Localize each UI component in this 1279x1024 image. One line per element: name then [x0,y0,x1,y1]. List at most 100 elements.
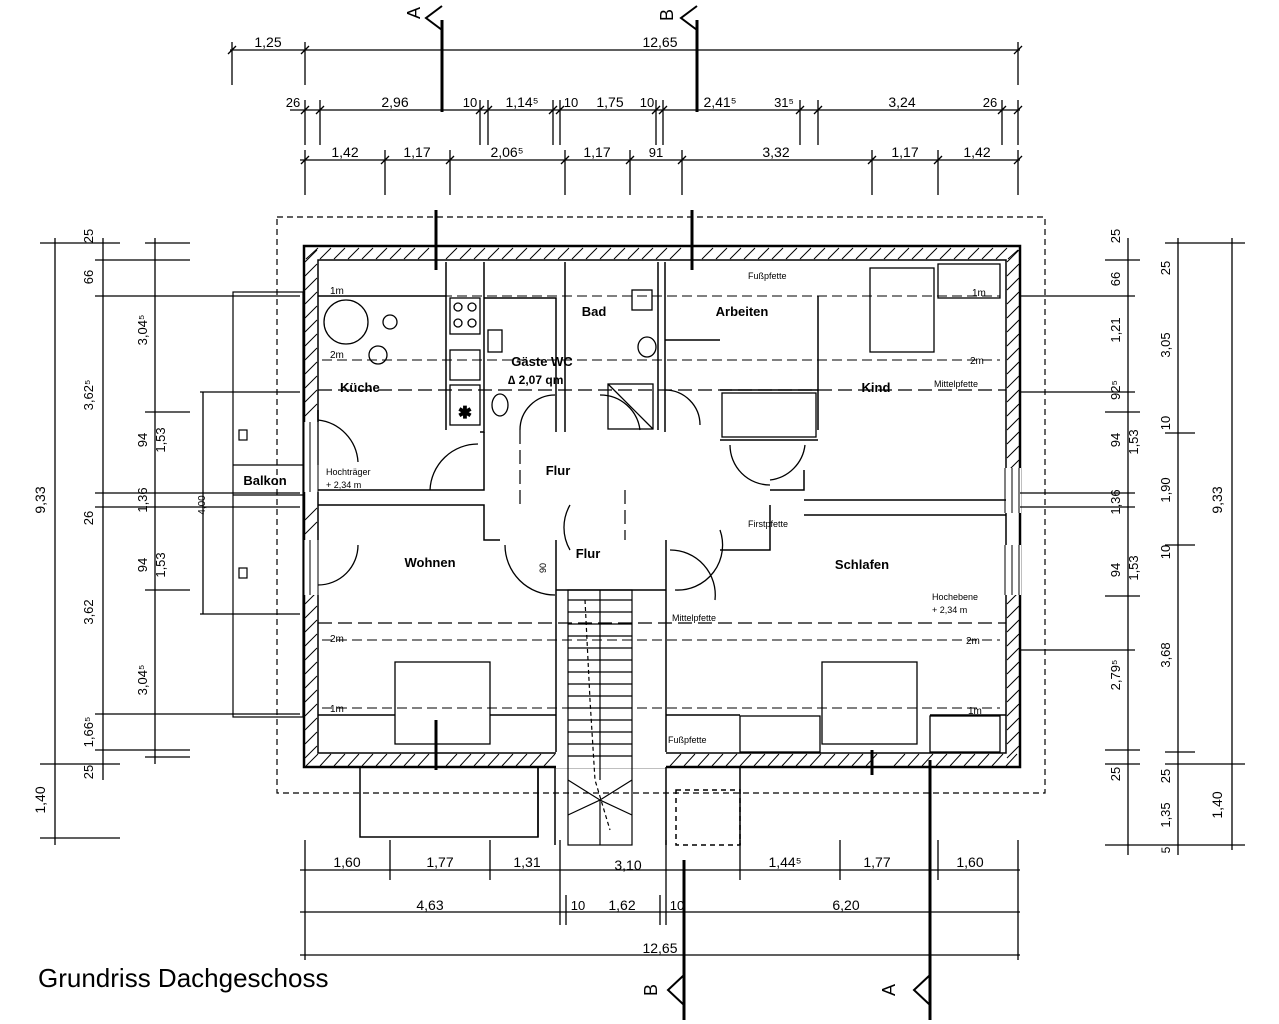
doors [317,389,806,601]
dim-right-inner-3: 92⁵ [1108,380,1123,400]
anno-hochtraeger-1: Hochträger [326,467,371,477]
dim-left-inner-4: 3,04⁵ [135,665,150,696]
room-wohnen: Wohnen [404,555,455,570]
height-lines [322,295,1000,709]
cooktop [449,297,481,335]
dim-bottom-2-0: 4,63 [416,897,443,913]
shower [607,383,654,430]
toilet-bad [631,289,653,311]
dim-right-inner-0: 25 [1108,229,1123,243]
anno-1m-tr: 1m [972,288,986,299]
dim-left-mid-8: 25 [81,765,96,779]
section-label-top-b: B [657,9,677,21]
anno-1m-bl: 1m [330,704,344,715]
anno-2m-tr: 2m [970,356,984,367]
dim-top-3-4: 91 [649,145,663,160]
dim-right-mid-0: 25 [1158,261,1173,275]
room-schlafen: Schlafen [835,557,889,572]
dim-left-mid-5: 94 [135,558,150,572]
dim-bottom-1-3: 3,10 [614,857,641,873]
dim-top-3-2: 2,06⁵ [490,144,523,160]
roof-outline [276,216,1046,794]
dim-bottom-2-1: 10 [571,898,585,913]
dim-top-1-0: 1,25 [254,34,281,50]
section-marker-top-a: A [404,5,444,112]
dim-bottom-1-4: 1,44⁵ [768,854,801,870]
room-bad: Bad [582,304,607,319]
dim-bottom-2-4: 6,20 [832,897,859,913]
dim-top-2-0: 26 [286,95,300,110]
dim-left-inner-1: 1,53 [153,427,168,452]
dim-top-2-10: 26 [983,95,997,110]
dim-left-outer-0: 9,33 [32,486,48,513]
room-kueche: Küche [340,380,380,395]
dim-top-2-3: 1,14⁵ [505,94,538,110]
anno-2m-br: 2m [966,636,980,647]
anno-hochtraeger-2: + 2,34 m [326,480,361,490]
dim-top-2-7: 2,41⁵ [703,94,736,110]
dim-top-2-2: 10 [463,95,477,110]
right-dimension-chains [1020,238,1245,855]
dim-right-mid-6: 10 [1158,545,1173,559]
dim-top-3-1: 1,17 [403,144,430,160]
drawing-title: Grundriss Dachgeschoss [38,963,328,993]
lower-extensions [359,766,741,846]
anno-firstpfette: Firstpfette [748,519,788,529]
toilet-wc [487,329,503,353]
anno-area-wc: ∆ 2,07 qm [508,373,563,387]
anno-fusspfette-bottom: Fußpfette [668,735,707,745]
top-dimension-ticks [227,45,1023,165]
svg-text:✱: ✱ [458,405,471,422]
beam-lines [318,389,1006,624]
dim-top-2-5: 1,75 [596,94,623,110]
dim-top-2-6: 10 [640,95,654,110]
fixtures: ✱ [323,263,1001,753]
dim-left-mid-6: 3,62 [81,599,96,624]
dim-left-mid-1: 66 [81,270,96,284]
dim-left-mid-4: 26 [81,511,96,525]
anno-2m-bl: 2m [330,634,344,645]
dim-right-mid-4: 1,90 [1158,477,1173,502]
dim-top-2-9: 3,24 [888,94,915,110]
dim-top-3-5: 3,32 [762,144,789,160]
bathtub [721,392,817,438]
dim-top-2-8: 31⁵ [774,95,794,110]
room-kind: Kind [862,380,891,395]
anno-2m-tl: 2m [330,350,344,361]
stove-ring-large [323,299,369,345]
dim-bottom-3-0: 12,65 [642,940,677,956]
left-dimension-labels: 9,33 1,40 25 66 3,62⁵ 94 26 94 3,62 1,66… [32,229,168,814]
dim-right-inner-4: 94 [1108,433,1123,447]
dim-left-mid-2: 3,62⁵ [81,380,96,411]
dim-left-outer-1: 1,40 [32,786,48,813]
section-label-top-a: A [404,7,424,19]
room-labels: Küche Bad Arbeiten Gäste WC Kind Flur Fl… [243,304,890,572]
dim-right-inner-2: 1,21 [1108,317,1123,342]
anno-height-90: 90 [538,563,548,573]
dim-bottom-2-3: 10 [670,898,684,913]
dim-right-outer-0: 9,33 [1209,486,1225,513]
dim-right-mid-3: 1,53 [1126,429,1141,454]
dim-bottom-1-5: 1,77 [863,854,890,870]
dim-left-mid-0: 25 [81,229,96,243]
anno-1m-br: 1m [968,706,982,717]
room-gaeste-wc: Gäste WC [511,354,573,369]
bottom-dimension-labels: 1,60 1,77 1,31 3,10 1,44⁵ 1,77 1,60 4,63… [333,854,983,956]
dim-top-3-6: 1,17 [891,144,918,160]
left-dimension-chains [40,238,300,845]
dim-top-2-4: 10 [564,95,578,110]
right-dimension-labels: 25 66 1,21 92⁵ 94 1,36 94 2,79⁵ 25 1,35 … [1108,229,1225,854]
dim-top-1-1: 12,65 [642,34,677,50]
section-marker-bottom-a: A [879,760,932,1020]
section-marker-top-b: B [657,5,699,112]
room-flur-lower: Flur [576,546,601,561]
dim-right-inner-1: 66 [1108,272,1123,286]
anno-hochebene-2: + 2,34 m [932,605,967,615]
dim-right-mid-7: 3,68 [1158,642,1173,667]
dim-top-3-3: 1,17 [583,144,610,160]
dim-top-3-0: 1,42 [331,144,358,160]
sink [449,349,481,381]
dim-bottom-1-0: 1,60 [333,854,360,870]
dim-right-inner-9: 1,35 [1158,802,1173,827]
